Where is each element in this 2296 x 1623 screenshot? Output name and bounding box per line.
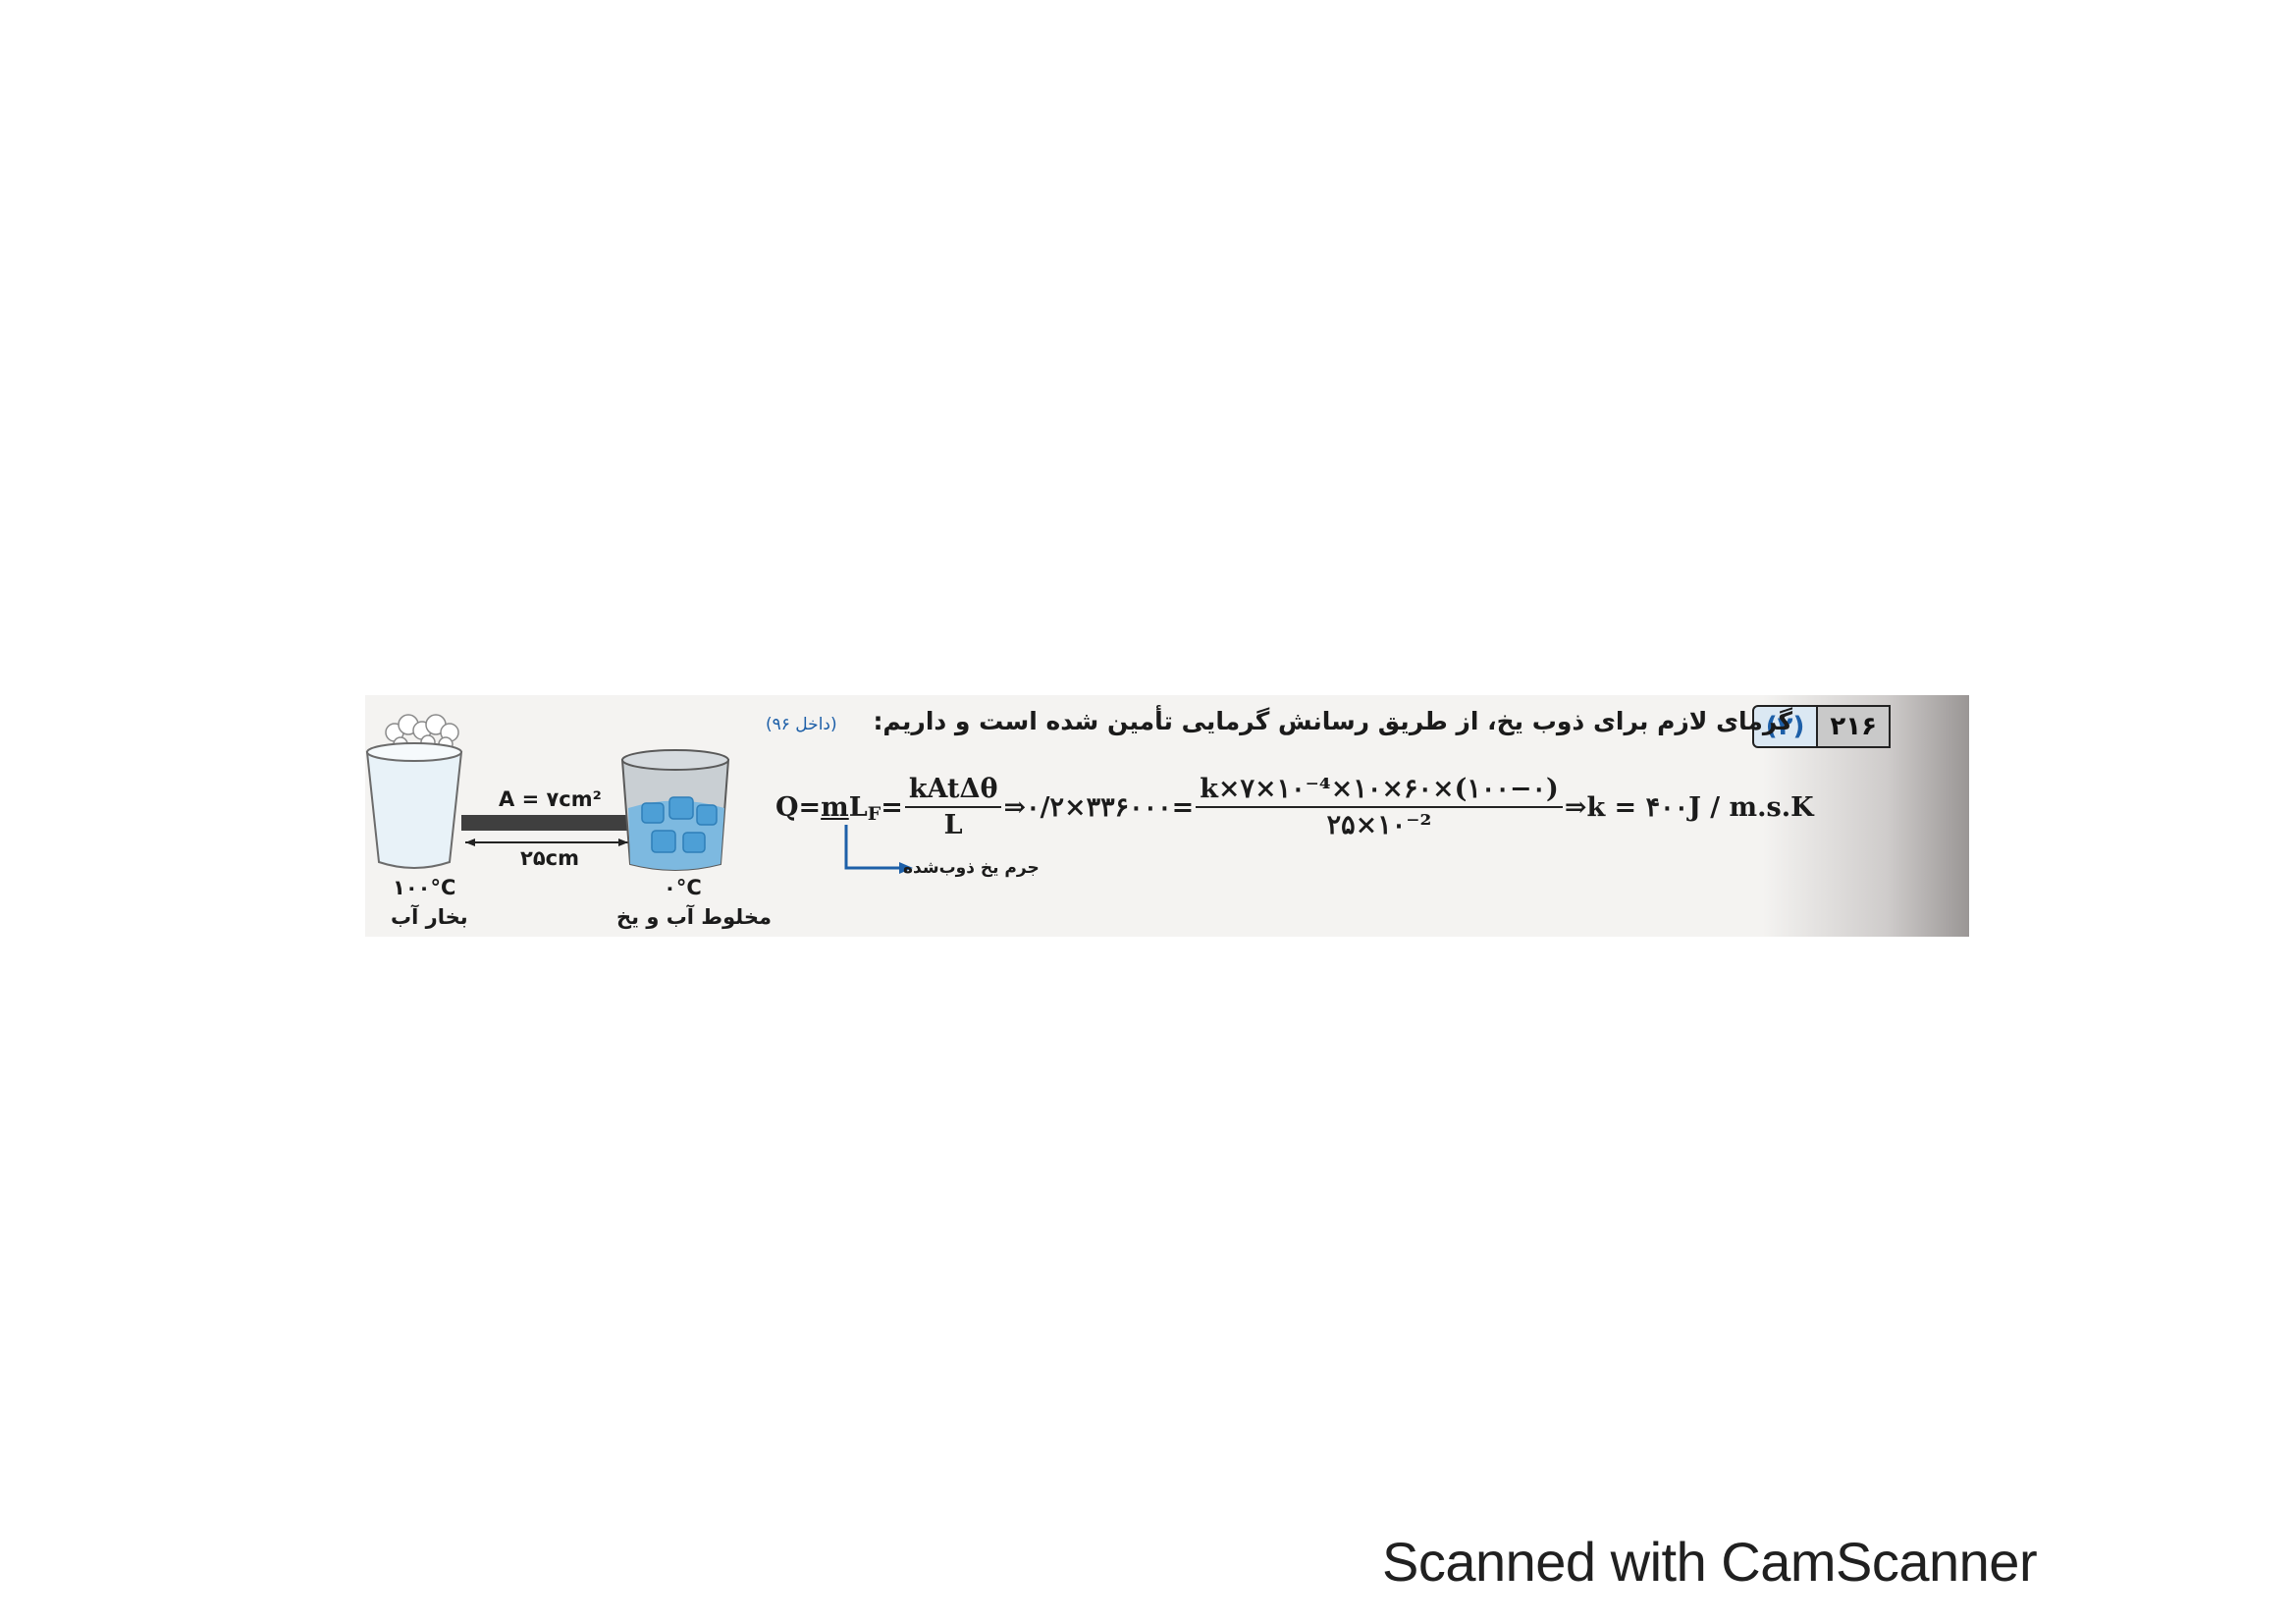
eq-equals: =: [881, 791, 903, 823]
conduction-figure: [365, 714, 730, 871]
steam-puffs: [385, 714, 459, 752]
eq-latent: L: [848, 791, 868, 823]
fraction-1-numerator: kAtΔθ: [904, 774, 1002, 808]
cold-temperature: ۰°C: [664, 876, 702, 899]
ice-cubes: [641, 796, 718, 853]
fraction-2: k×۷×۱۰⁻⁴×۱۰×۶۰×(۱۰۰−۰) ۲۵×۱۰⁻²: [1196, 774, 1563, 840]
mass-pointer-arrow: [844, 825, 913, 874]
hot-label: بخار آب: [391, 905, 468, 929]
fraction-1: kAtΔθ L: [904, 774, 1002, 840]
fraction-1-denominator: L: [943, 810, 963, 840]
conducting-rod: [461, 815, 630, 831]
fraction-2-numerator: k×۷×۱۰⁻⁴×۱۰×۶۰×(۱۰۰−۰): [1196, 774, 1563, 808]
eq-result: ⇒k = ۴۰۰J / m.s.K: [1564, 791, 1814, 823]
steam-container: [365, 751, 463, 869]
fraction-2-denominator: ۲۵×۱۰⁻²: [1326, 810, 1432, 840]
camscanner-watermark: Scanned with CamScanner: [1382, 1531, 2038, 1593]
eq-q: Q=: [775, 791, 822, 823]
eq-mass: m: [821, 791, 849, 823]
eq-latent-sub: F: [867, 803, 881, 825]
eq-substitution: ⇒۰/۲×۳۳۶۰۰۰=: [1003, 791, 1195, 823]
source-tag: (داخل ۹۶): [766, 715, 837, 734]
scanned-solution-strip: A = ۷cm² ۲۵cm ۱۰۰°C بخار آب ۰°C مخلوط آب…: [365, 695, 1969, 937]
problem-statement: گرمای لازم برای ذوب یخ، از طریق رسانش گر…: [873, 707, 1792, 735]
problem-badge: (۲) ۲۱۶: [1751, 705, 1891, 748]
answer-badge: (۲): [1751, 705, 1819, 748]
problem-number: ۲۱۶: [1816, 705, 1891, 748]
mass-pointer-label: جرم یخ ذوب‌شده: [903, 858, 1040, 878]
length-label: ۲۵cm: [520, 846, 579, 870]
cold-label: مخلوط آب و یخ: [616, 905, 772, 929]
hot-temperature: ۱۰۰°C: [393, 876, 456, 899]
area-label: A = ۷cm²: [499, 787, 602, 811]
